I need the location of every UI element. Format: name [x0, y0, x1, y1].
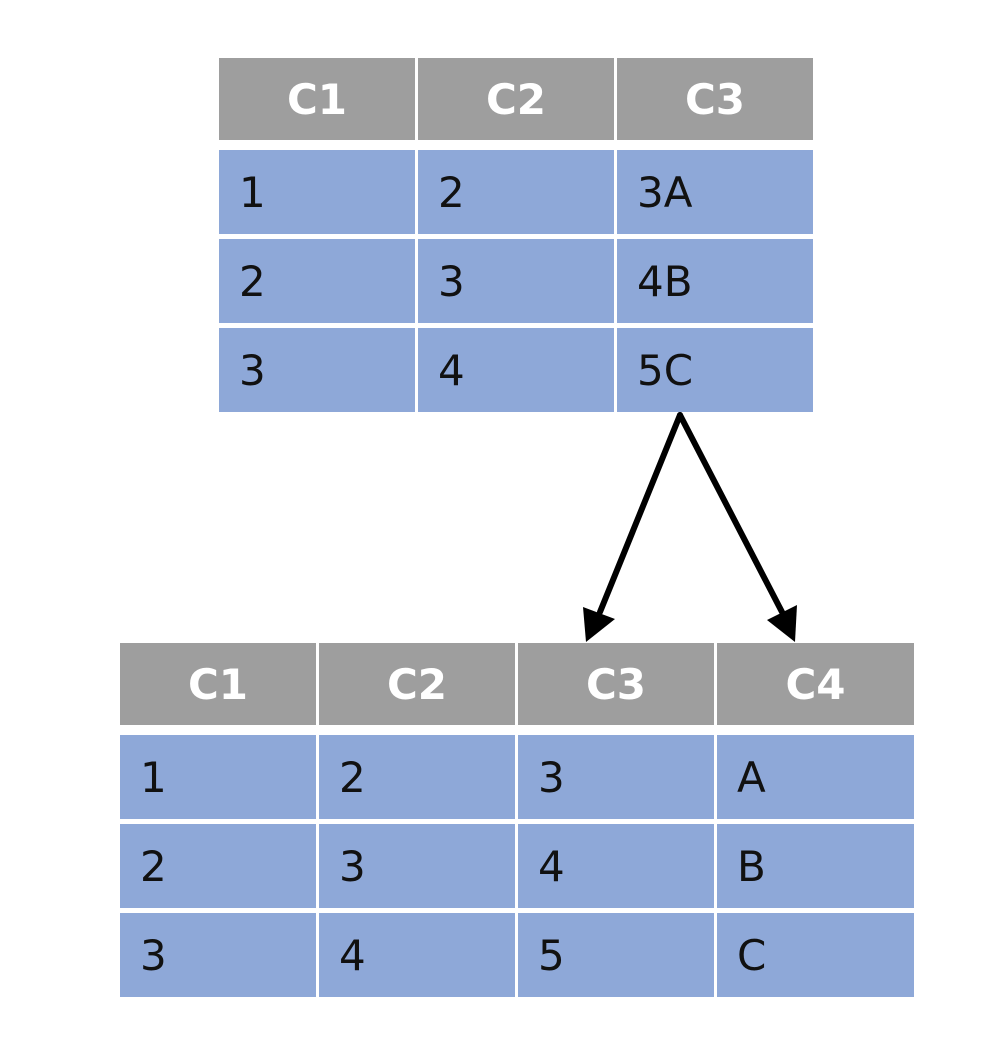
table-cell: 3	[120, 913, 319, 997]
header-cell-c1: C1	[219, 58, 418, 140]
table-cell: 3	[418, 239, 617, 323]
header-cell-c3: C3	[518, 643, 717, 725]
result-table: C1 C2 C3 C4 1 2 3 A 2 3 4 B 3 4 5 C	[120, 643, 914, 997]
table-cell: 1	[219, 150, 418, 234]
table-cell: 3	[319, 824, 518, 908]
arrow-line	[677, 412, 785, 615]
table-cell: 4B	[617, 239, 813, 323]
arrow-head	[767, 605, 797, 642]
table-cell: 3	[518, 735, 717, 819]
header-cell-c2: C2	[319, 643, 518, 725]
table-cell: 2	[319, 735, 518, 819]
source-table: C1 C2 C3 1 2 3A 2 3 4B 3 4 5C	[219, 58, 813, 412]
table-cell: 4	[518, 824, 717, 908]
table-cell: B	[717, 824, 914, 908]
arrow-head	[583, 607, 615, 642]
table-cell: C	[717, 913, 914, 997]
arrow-to-c4	[677, 412, 797, 642]
table-cell: 1	[120, 735, 319, 819]
table-cell: 2	[120, 824, 319, 908]
table-cell: A	[717, 735, 914, 819]
arrow-line	[597, 412, 683, 615]
table-cell: 4	[418, 328, 617, 412]
arrow-to-c3	[583, 412, 683, 642]
table-cell: 2	[219, 239, 418, 323]
table-cell: 3	[219, 328, 418, 412]
table-cell: 4	[319, 913, 518, 997]
header-cell-c2: C2	[418, 58, 617, 140]
header-cell-c1: C1	[120, 643, 319, 725]
header-cell-c4: C4	[717, 643, 914, 725]
header-cell-c3: C3	[617, 58, 813, 140]
table-cell: 2	[418, 150, 617, 234]
table-cell: 5C	[617, 328, 813, 412]
table-cell: 3A	[617, 150, 813, 234]
table-cell: 5	[518, 913, 717, 997]
